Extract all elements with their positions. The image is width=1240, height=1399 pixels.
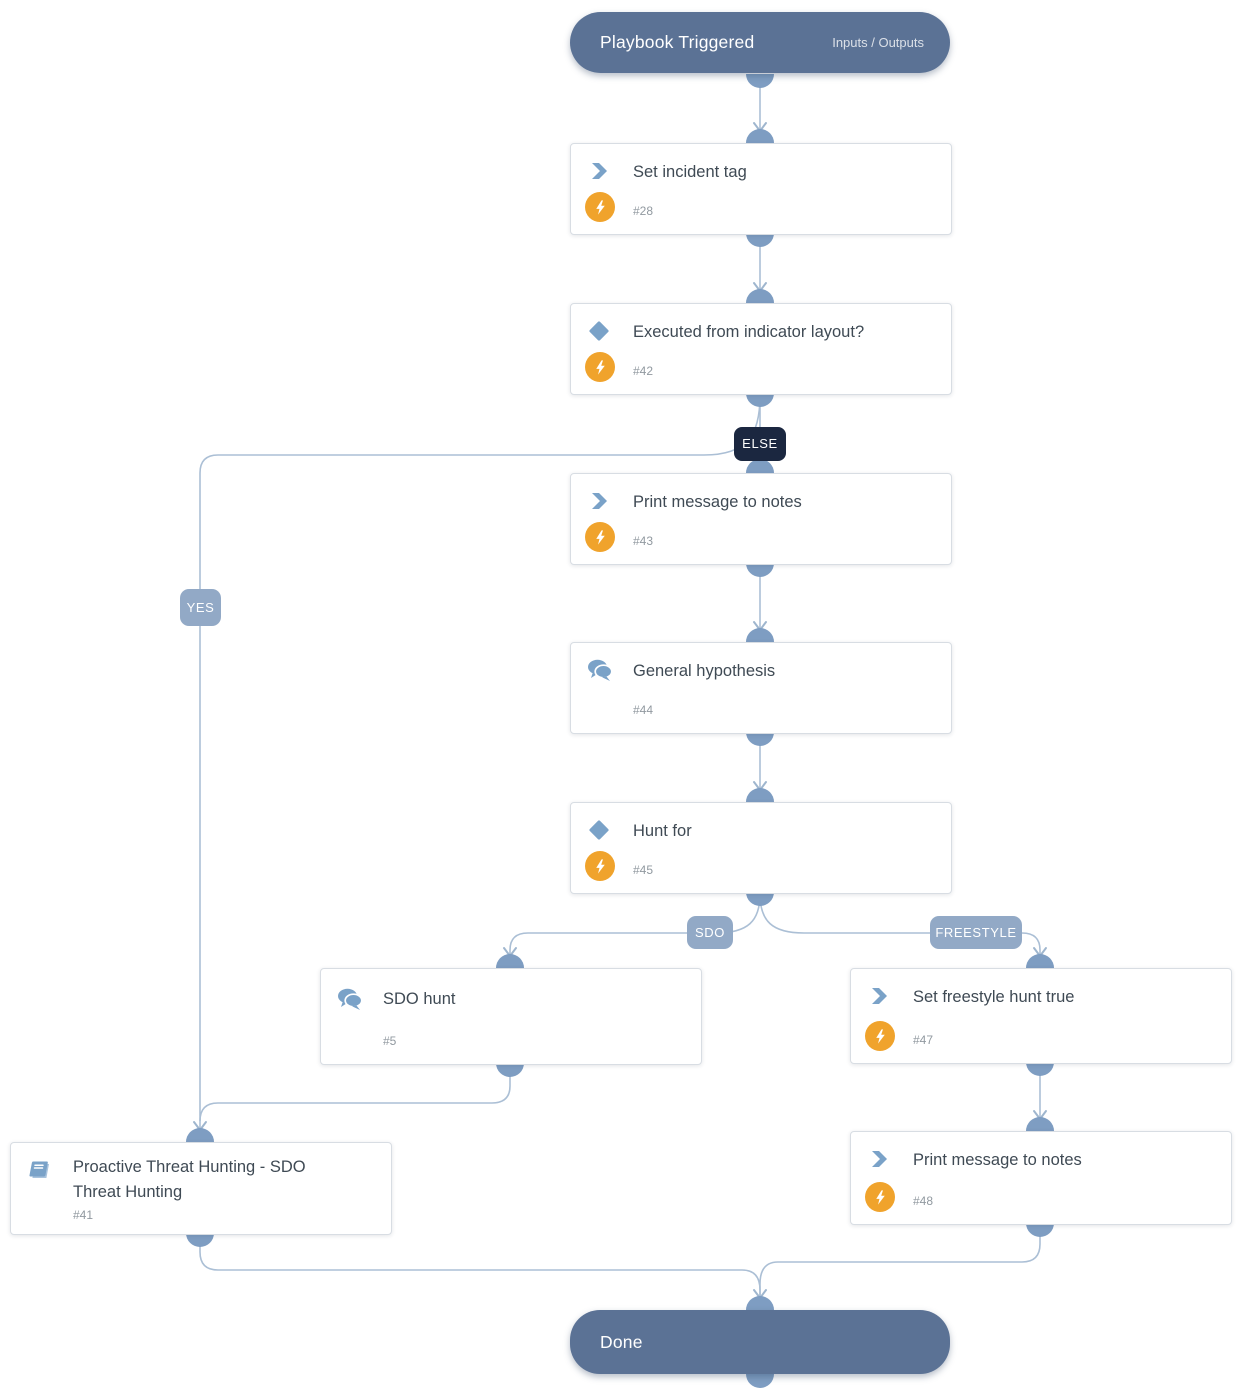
task-id: #5 [383,1034,397,1048]
branch-label-else: ELSE [734,427,786,461]
inputs-outputs-link[interactable]: Inputs / Outputs [832,35,924,50]
task-title: Set incident tag [633,163,747,181]
quiet-mode-lightning-icon [865,1182,895,1212]
task-id: #42 [633,364,654,378]
task-id: #47 [913,1033,934,1047]
automation-chevron-icon [867,1147,891,1171]
task-node-sdo-hunt[interactable]: SDO hunt #5 [320,968,702,1065]
task-id: #48 [913,1194,934,1208]
automation-chevron-icon [587,159,611,183]
chat-bubbles-icon [587,658,613,682]
task-id: #41 [73,1208,94,1222]
task-id: #44 [633,703,654,717]
quiet-mode-lightning-icon [585,352,615,382]
task-title: Print message to notes [913,1151,1082,1169]
task-node-general-hypothesis[interactable]: General hypothesis #44 [570,642,952,734]
task-node-set-freestyle-hunt-true[interactable]: Set freestyle hunt true #47 [850,968,1232,1064]
task-id: #28 [633,204,654,218]
quiet-mode-lightning-icon [585,192,615,222]
task-id: #43 [633,534,654,548]
task-title: Executed from indicator layout? [633,323,865,341]
done-node[interactable]: Done [570,1310,950,1374]
condition-diamond-icon [587,818,611,842]
sub-playbook-book-icon [27,1158,51,1182]
condition-node-executed-from-indicator-layout[interactable]: Executed from indicator layout? #42 [570,303,952,395]
task-title: Print message to notes [633,493,802,511]
task-id: #45 [633,863,654,877]
branch-label-yes: YES [180,589,221,626]
task-node-print-message-to-notes-43[interactable]: Print message to notes #43 [570,473,952,565]
task-title: Set freestyle hunt true [913,988,1075,1006]
playbook-triggered-node[interactable]: Playbook Triggered Inputs / Outputs [570,12,950,73]
task-title: Hunt for [633,822,692,840]
branch-label-sdo: SDO [687,916,733,949]
task-node-print-message-to-notes-48[interactable]: Print message to notes #48 [850,1131,1232,1225]
branch-label-freestyle: FREESTYLE [930,916,1022,949]
quiet-mode-lightning-icon [585,851,615,881]
task-node-set-incident-tag[interactable]: Set incident tag #28 [570,143,952,235]
playbook-triggered-title: Playbook Triggered [600,32,755,52]
task-title: SDO hunt [383,990,456,1008]
sub-playbook-node-proactive-threat-hunting[interactable]: Proactive Threat Hunting - SDO Threat Hu… [10,1142,392,1235]
condition-node-hunt-for[interactable]: Hunt for #45 [570,802,952,894]
done-title: Done [600,1331,643,1352]
task-title: Proactive Threat Hunting - SDO Threat Hu… [73,1158,306,1201]
automation-chevron-icon [587,489,611,513]
quiet-mode-lightning-icon [865,1021,895,1051]
automation-chevron-icon [867,984,891,1008]
condition-diamond-icon [587,319,611,343]
task-title: General hypothesis [633,662,776,680]
quiet-mode-lightning-icon [585,522,615,552]
chat-bubbles-icon [337,987,363,1011]
